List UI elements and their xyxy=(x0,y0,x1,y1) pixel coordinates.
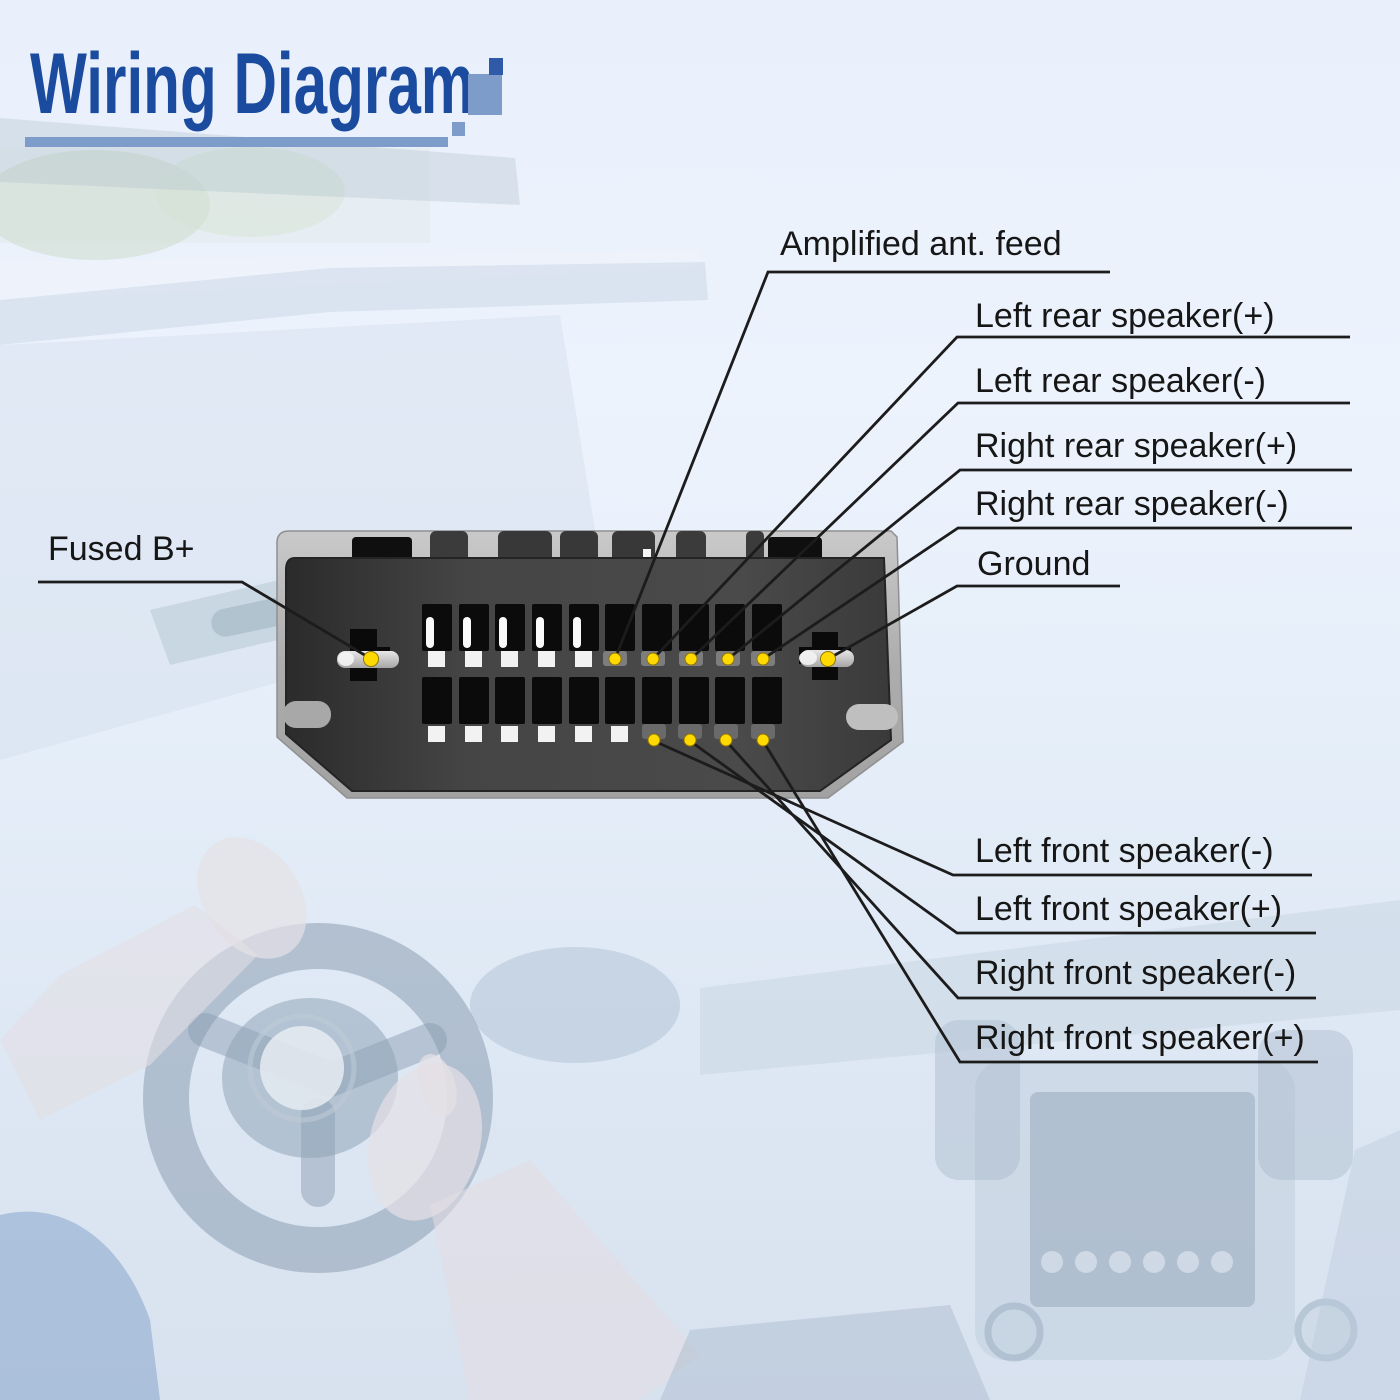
air-vent-right xyxy=(1258,1030,1353,1180)
air-vent-left xyxy=(935,1020,1020,1180)
tree-blob xyxy=(0,150,210,260)
leader-left-front-plus xyxy=(689,739,1316,935)
leader-ground xyxy=(827,584,1120,661)
terminal-hook xyxy=(426,617,434,648)
terminal-hook xyxy=(499,617,507,648)
dash-band xyxy=(0,262,708,345)
terminal-hook xyxy=(573,617,581,648)
wheel-logo-ring xyxy=(247,1013,357,1123)
steering-wheel xyxy=(143,923,680,1273)
label-ground: Ground xyxy=(977,545,1091,583)
pin-right-front-minus xyxy=(719,733,733,747)
leader-right-front-plus xyxy=(761,740,1318,1064)
pin-markers xyxy=(363,651,836,747)
center-stack xyxy=(975,1060,1295,1360)
terminal-windows-bottom xyxy=(428,726,628,742)
harness-connector xyxy=(276,530,904,799)
leader-left-rear-plus xyxy=(651,335,1350,660)
label-right-front-minus: Right front speaker(-) xyxy=(975,954,1297,992)
label-left-front-minus: Left front speaker(-) xyxy=(975,832,1274,870)
driver-left-hand xyxy=(197,837,307,959)
shell-left-stub xyxy=(283,701,331,728)
pin-amplified-ant-feed xyxy=(608,652,622,666)
pin-left-rear-minus xyxy=(684,652,698,666)
center-screen xyxy=(1030,1092,1255,1307)
label-left-rear-plus: Left rear speaker(+) xyxy=(975,297,1275,335)
tree-blob xyxy=(155,147,345,237)
leader-amplified-ant-feed xyxy=(613,270,1110,660)
label-right-front-plus: Right front speaker(+) xyxy=(975,1019,1305,1057)
deco-square-small xyxy=(452,122,465,136)
pin-slots-top xyxy=(422,604,782,651)
deco-square-dark xyxy=(489,58,503,75)
pin-right-rear-minus xyxy=(756,652,770,666)
leader-left-rear-minus xyxy=(690,401,1350,661)
pin-right-front-plus xyxy=(756,733,770,747)
gear-area xyxy=(660,1305,990,1400)
terminal-hook xyxy=(536,617,544,648)
label-amplified-ant-feed: Amplified ant. feed xyxy=(780,225,1062,263)
button-row xyxy=(1041,1251,1233,1273)
page-title: Wiring Diagram xyxy=(30,36,475,132)
pin-ground xyxy=(820,651,836,667)
pin-clips-bottom xyxy=(642,724,775,739)
right-pillar xyxy=(1300,1130,1400,1400)
wheel-logo xyxy=(260,1026,344,1110)
pin-right-rear-plus xyxy=(721,652,735,666)
label-right-rear-minus: Right rear speaker(-) xyxy=(975,485,1289,523)
label-fused-b-plus: Fused B+ xyxy=(48,530,195,568)
label-left-rear-minus: Left rear speaker(-) xyxy=(975,362,1266,400)
pin-left-front-minus xyxy=(647,733,661,747)
pin-fused-b-plus xyxy=(363,651,379,667)
pin-left-front-plus xyxy=(683,733,697,747)
deco-square-large xyxy=(468,74,502,115)
title-underline-bar xyxy=(25,137,448,147)
pin-left-rear-plus xyxy=(646,652,660,666)
shell-right-notch xyxy=(846,704,898,730)
climate-knob-right xyxy=(1294,1298,1358,1362)
leader-fused-b-plus xyxy=(38,580,369,659)
driver-left-arm xyxy=(0,905,258,1120)
driver xyxy=(0,837,700,1400)
pin-slots-bottom xyxy=(422,677,782,724)
leader-right-rear-minus xyxy=(762,526,1352,661)
label-right-rear-plus: Right rear speaker(+) xyxy=(975,427,1298,465)
terminal-hook xyxy=(463,617,471,648)
driver-shoulder xyxy=(0,1211,160,1400)
window-greenery xyxy=(0,118,520,260)
label-left-front-plus: Left front speaker(+) xyxy=(975,890,1283,928)
center-console xyxy=(660,900,1400,1400)
driver-right-arm xyxy=(430,1160,700,1400)
climate-knob-left xyxy=(984,1302,1044,1362)
leader-right-rear-plus xyxy=(727,468,1352,661)
leader-right-front-minus xyxy=(724,740,1316,1000)
dash-mid-band xyxy=(700,900,1400,1075)
driver-right-thumb xyxy=(417,1054,457,1116)
leader-lines xyxy=(38,270,1352,1064)
dashboard-top xyxy=(0,250,708,345)
instrument-cluster xyxy=(470,947,680,1063)
dash-highlight xyxy=(0,250,700,300)
window-glass xyxy=(0,148,430,243)
terminal-windows-top xyxy=(428,651,592,667)
